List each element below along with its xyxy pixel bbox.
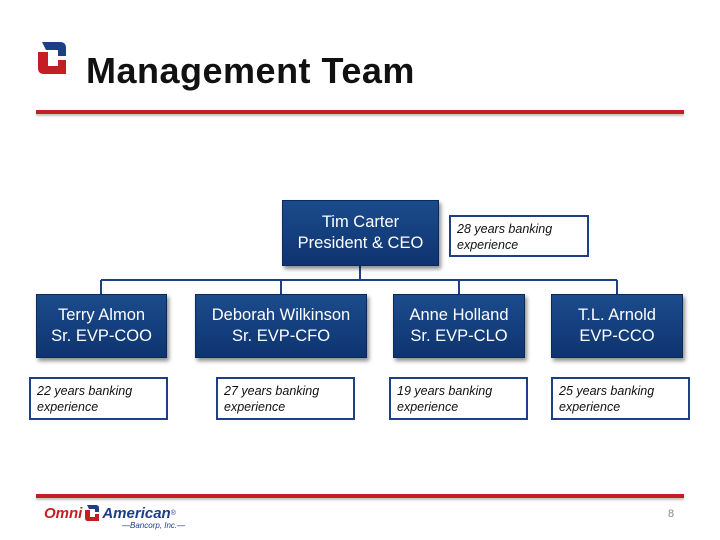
org-node-cco: T.L. Arnold EVP-CCO	[551, 294, 683, 358]
footer-divider	[36, 494, 684, 498]
note-line: experience	[37, 400, 99, 414]
org-node-name: Terry Almon	[57, 306, 146, 324]
org-node-role: Sr. EVP-CLO	[410, 327, 508, 345]
logo-registered-mark: ®	[170, 509, 176, 517]
page-number: 8	[668, 508, 675, 520]
header-divider	[36, 110, 684, 114]
logo-word-american: American	[102, 504, 171, 522]
note-line: experience	[457, 238, 519, 252]
org-node-ceo: Tim Carter President & CEO	[282, 200, 439, 266]
org-node-coo: Terry Almon Sr. EVP-COO	[36, 294, 167, 358]
org-node-name: T.L. Arnold	[578, 306, 656, 324]
logo-mark-small-icon	[85, 505, 100, 521]
omniamerican-logo-mark-icon	[38, 42, 66, 74]
experience-note-coo: 22 years banking experience	[29, 377, 168, 420]
note-line: experience	[224, 400, 286, 414]
org-node-clo: Anne Holland Sr. EVP-CLO	[393, 294, 525, 358]
org-node-name: Deborah Wilkinson	[211, 306, 351, 324]
note-line: 28 years banking	[457, 222, 553, 236]
org-node-role: EVP-CCO	[579, 327, 655, 345]
org-node-role: Sr. EVP-COO	[51, 327, 152, 345]
note-line: 25 years banking	[559, 384, 655, 398]
experience-note-cco: 25 years banking experience	[551, 377, 690, 420]
experience-note-clo: 19 years banking experience	[389, 377, 528, 420]
note-line: 19 years banking	[397, 384, 493, 398]
org-node-name: Anne Holland	[409, 306, 509, 324]
experience-note-ceo: 28 years banking experience	[449, 215, 589, 257]
logo-subtitle: —Bancorp, Inc.—	[122, 521, 186, 530]
note-line: experience	[397, 400, 459, 414]
logo-word-omni: Omni	[44, 504, 83, 522]
org-node-cfo: Deborah Wilkinson Sr. EVP-CFO	[195, 294, 367, 358]
note-line: experience	[559, 400, 621, 414]
org-node-role: Sr. EVP-CFO	[231, 327, 331, 345]
org-node-name: Tim Carter	[321, 213, 400, 231]
note-line: 27 years banking	[224, 384, 320, 398]
experience-note-cfo: 27 years banking experience	[216, 377, 355, 420]
org-node-role: President & CEO	[297, 234, 424, 252]
slide-title: Management Team	[86, 50, 415, 91]
omniamerican-logo-icon: Omni American ® —Bancorp, Inc.—	[44, 504, 185, 531]
note-line: 22 years banking	[37, 384, 133, 398]
